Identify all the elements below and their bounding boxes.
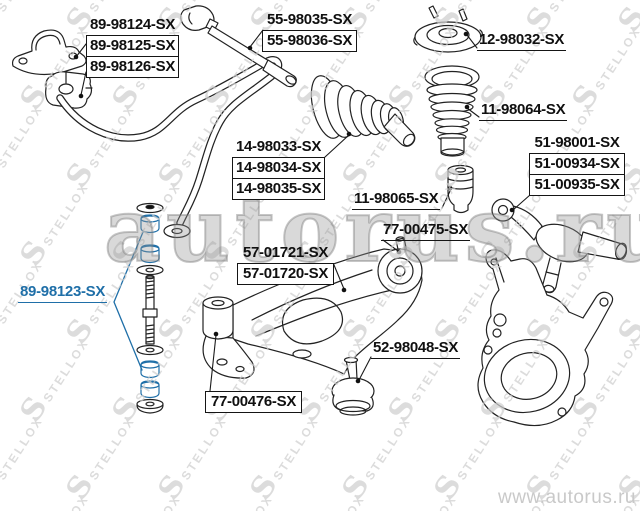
label-group-tie-rod-end: 51-98001-SX 51-00934-SX 51-00935-SX — [529, 133, 625, 196]
part-label: 57-01720-SX — [238, 264, 333, 284]
part-label-arm-rear-bushing: 77-00475-SX — [381, 220, 471, 241]
part-label-stabilizer-link: 89-98123-SX — [18, 282, 108, 303]
part-label: 89-98126-SX — [87, 56, 178, 77]
part-label-strut-mount: 12-98032-SX — [477, 30, 567, 51]
part-label: 89-98124-SX — [89, 16, 176, 33]
label-group-stabilizer-mount: 89-98124-SX 89-98125-SX 89-98126-SX — [86, 15, 179, 78]
part-label: 55-98036-SX — [263, 31, 356, 51]
site-url-text: www.autorus.ru — [498, 487, 636, 508]
label-group-rack-boot: 14-98033-SX 14-98034-SX 14-98035-SX — [232, 137, 325, 200]
part-label: 55-98035-SX — [266, 11, 353, 28]
part-label: 77-00476-SX — [206, 392, 301, 412]
part-label-ball-joint: 52-98048-SX — [371, 338, 461, 359]
part-label-bump-stop: 11-98065-SX — [352, 189, 441, 210]
part-label: 14-98033-SX — [235, 138, 322, 155]
label-group-control-arm: 57-01721-SX 57-01720-SX — [237, 243, 334, 285]
part-label: 14-98034-SX — [233, 158, 324, 178]
part-label: 51-98001-SX — [534, 134, 620, 151]
label-group-arm-front-bushing: 77-00476-SX — [205, 391, 302, 413]
part-label-shock-boot: 11-98064-SX — [479, 100, 568, 121]
part-label: 51-00934-SX — [530, 154, 624, 174]
part-label: 14-98035-SX — [233, 178, 324, 199]
part-label: 51-00935-SX — [530, 174, 624, 195]
label-group-tie-rod: 55-98035-SX 55-98036-SX — [262, 10, 357, 52]
part-label: 57-01721-SX — [242, 244, 329, 261]
part-label: 89-98125-SX — [87, 36, 178, 56]
